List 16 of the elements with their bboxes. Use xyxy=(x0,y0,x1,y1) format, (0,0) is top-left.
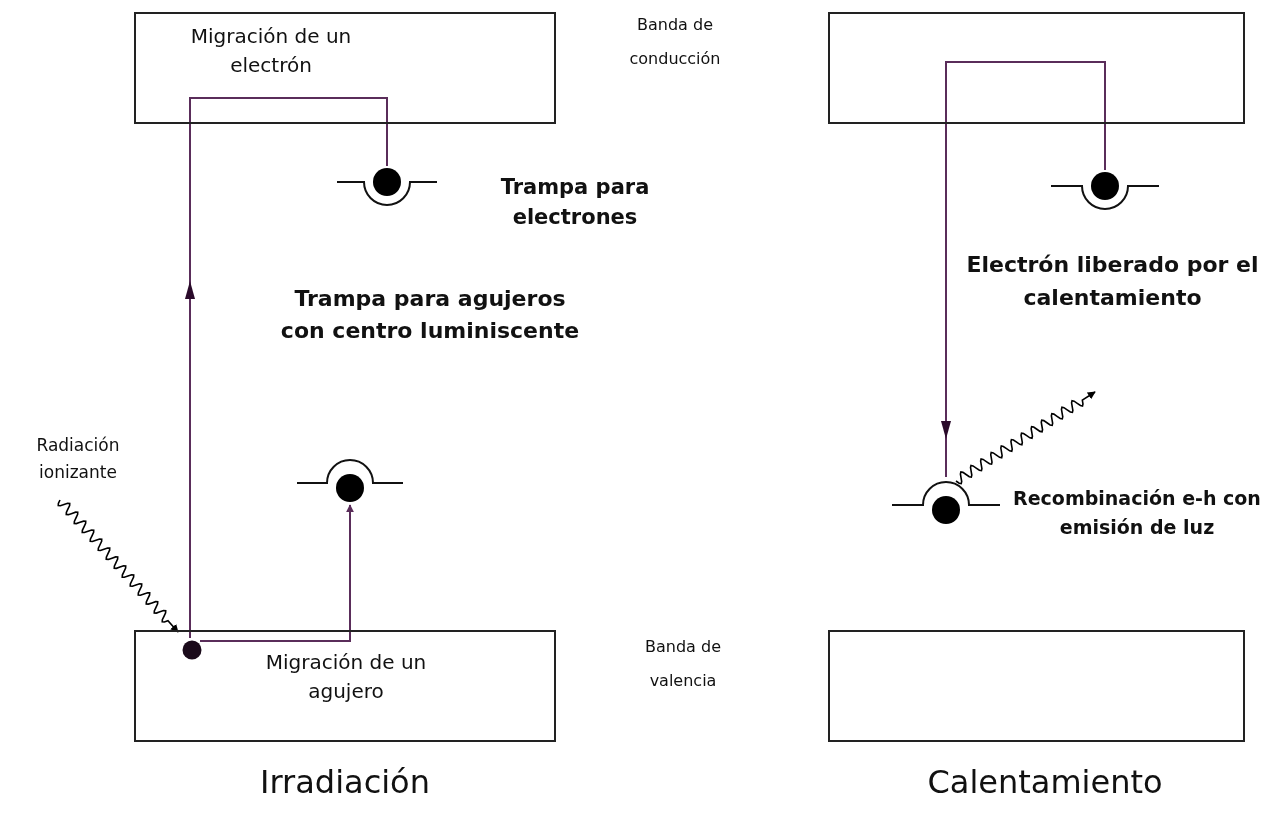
panel-title: Irradiación xyxy=(259,762,431,803)
trap-caption: Recombinación e-h con emisión de luz xyxy=(1012,486,1262,540)
valence-band-box xyxy=(828,630,1245,742)
band-label: Banda de valencia xyxy=(644,636,722,692)
radiation-label: Radiación ionizante xyxy=(8,432,148,492)
hole-dot-icon xyxy=(182,640,202,660)
valence-band-box xyxy=(134,630,556,742)
band-text: Migración de un electrón xyxy=(189,23,353,79)
band-label: Banda de conducción xyxy=(628,14,722,70)
trap-caption: Trampa para agujeros con centro luminiscente xyxy=(279,285,581,345)
conduction-band-box xyxy=(134,12,556,124)
trap-caption: Trampa para electrones xyxy=(499,174,651,232)
process-label: Electrón liberado por el calentamiento xyxy=(965,251,1260,312)
band-text: Migración de un agujero xyxy=(264,649,428,705)
panel-title: Calentamiento xyxy=(926,762,1164,803)
conduction-band-box xyxy=(828,12,1245,124)
